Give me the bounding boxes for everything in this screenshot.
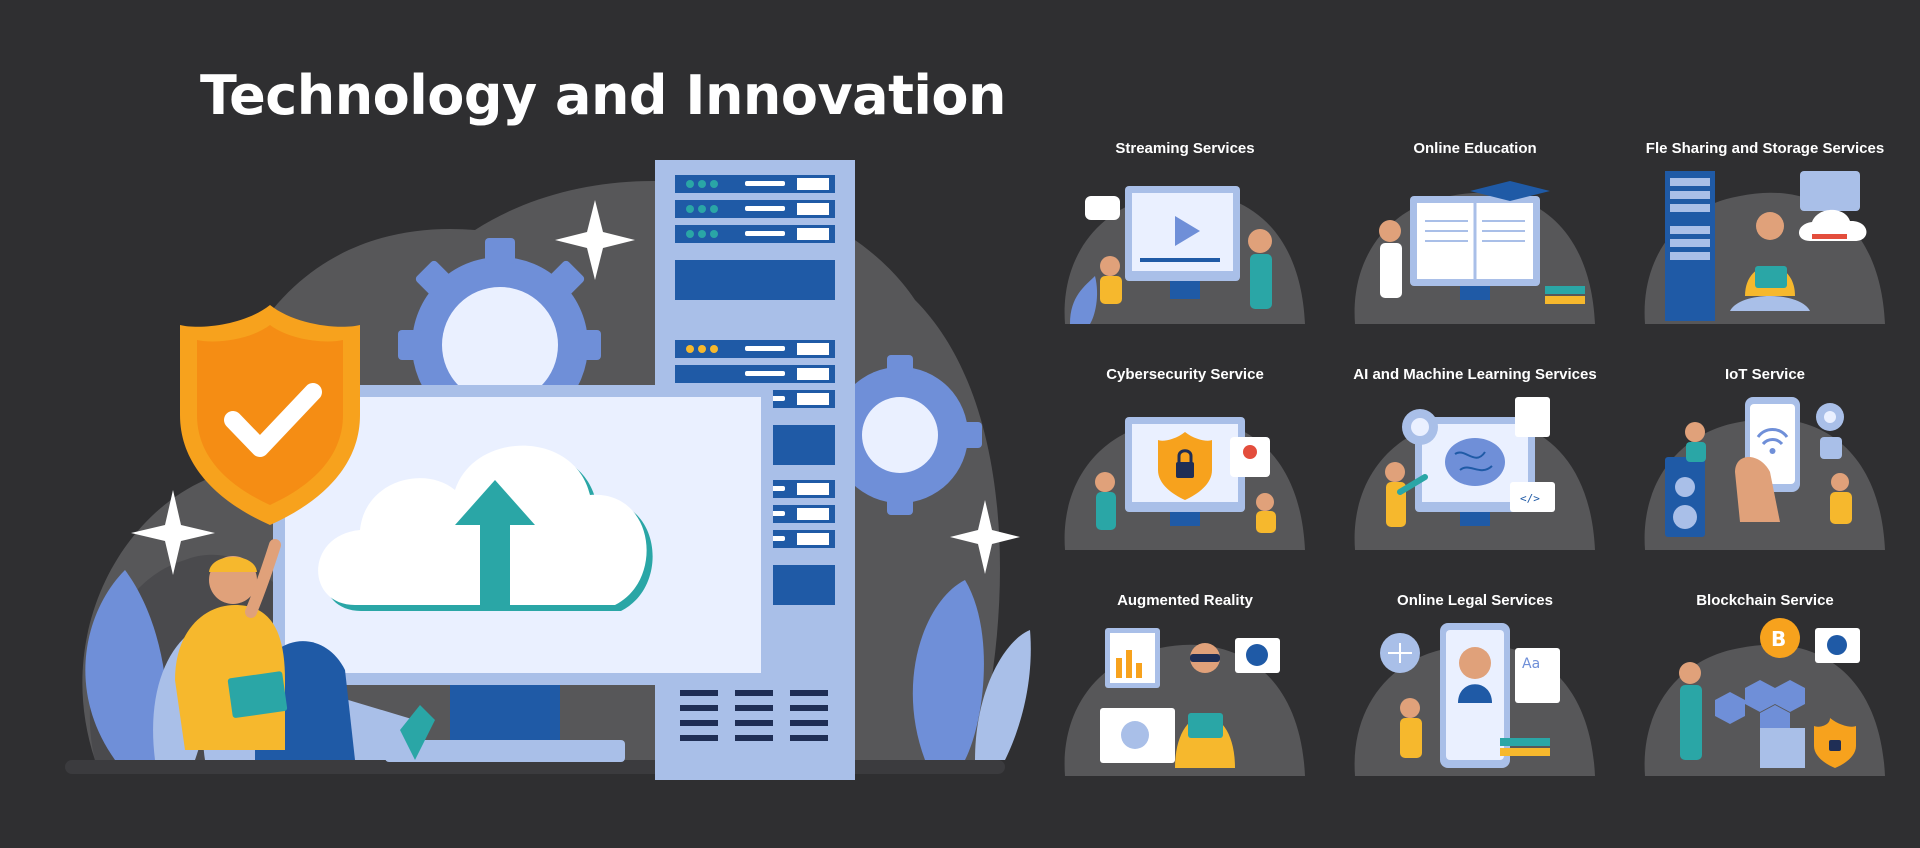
service-card-iot: IoT Service (1640, 366, 1890, 566)
service-card-education: Online Education (1350, 140, 1600, 340)
service-card-online-legal: Online Legal Services Aa (1350, 592, 1600, 792)
ground-shadow (65, 760, 1005, 774)
service-label: Cybersecurity Service (1106, 366, 1264, 383)
service-label: Online Education (1413, 140, 1537, 157)
plant-decoration (85, 570, 1031, 760)
vr-glasses-icon (1064, 628, 1305, 776)
hero-illustration (55, 160, 1035, 790)
service-label: IoT Service (1724, 366, 1806, 383)
service-label: Augmented Reality (1117, 592, 1253, 609)
svg-text:B: B (1771, 627, 1786, 651)
lock-icon (1064, 417, 1305, 550)
service-card-augmented-reality: Augmented Reality (1060, 592, 1310, 792)
bitcoin-icon: B (1644, 618, 1885, 776)
book-icon (1354, 181, 1595, 324)
service-label: Online Legal Services (1397, 592, 1553, 609)
hero-svg (65, 160, 1031, 780)
gear-icon-right (832, 355, 982, 515)
svg-text:Aa: Aa (1522, 656, 1540, 672)
shield-check-icon (180, 305, 360, 525)
cloud-icon (1644, 171, 1885, 324)
services-grid: Streaming Services Online Education (1060, 140, 1890, 780)
cloud-upload-icon (318, 445, 653, 611)
sparkle-icon (131, 200, 1020, 575)
service-label: Blockchain Service (1696, 592, 1834, 609)
service-card-cybersecurity: Cybersecurity Service (1060, 366, 1310, 566)
wifi-icon (1644, 397, 1885, 550)
person-with-laptop (175, 539, 435, 760)
play-icon (1064, 186, 1305, 324)
service-card-ai-ml: AI and Machine Learning Services </> (1350, 366, 1600, 566)
svg-text:</>: </> (1520, 492, 1540, 505)
service-label: Fle Sharing and Storage Services (1645, 140, 1885, 157)
service-card-blockchain: Blockchain Service B (1640, 592, 1890, 792)
brain-icon: </> (1354, 397, 1595, 550)
service-label: AI and Machine Learning Services (1353, 366, 1597, 383)
service-card-streaming: Streaming Services (1060, 140, 1310, 340)
service-label: Streaming Services (1115, 140, 1255, 157)
service-card-file-sharing: Fle Sharing and Storage Services (1640, 140, 1890, 340)
page-title: Technology and Innovation (200, 64, 1006, 127)
scales-icon: Aa (1354, 623, 1595, 776)
